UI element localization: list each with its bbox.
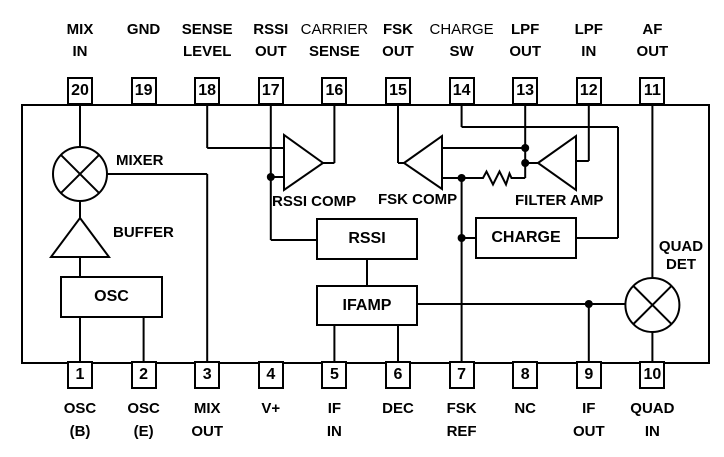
charge-block: CHARGE bbox=[475, 217, 577, 259]
pin-6-box: 6 bbox=[385, 361, 411, 389]
rssi-block: RSSI bbox=[316, 218, 418, 260]
rssi-comp-symbol bbox=[283, 133, 325, 192]
pin-13-box: 13 bbox=[512, 77, 539, 105]
junction-dots bbox=[266, 144, 593, 308]
pin-4-box: 4 bbox=[257, 361, 284, 389]
filter-amp-symbol bbox=[536, 134, 577, 192]
pin-14-box: 14 bbox=[448, 77, 475, 105]
wires bbox=[79, 105, 654, 361]
mixer-symbol bbox=[52, 146, 108, 202]
ifamp-block: IFAMP bbox=[316, 285, 418, 326]
resistor-symbol bbox=[461, 169, 526, 188]
pin-1-label: OSC(B) bbox=[63, 400, 97, 440]
pin-8-box: 8 bbox=[512, 361, 539, 389]
rssi-comp-label: RSSI COMP bbox=[272, 193, 357, 210]
pin-4-label: V+ bbox=[261, 400, 281, 417]
quad-det-symbol bbox=[624, 277, 681, 333]
fsk-comp-label: FSK COMP bbox=[378, 191, 458, 208]
pin-17-box: 17 bbox=[257, 77, 284, 105]
pin-9-box: 9 bbox=[575, 361, 602, 389]
pin-8-label: NC bbox=[514, 400, 537, 417]
pin-10-box: 10 bbox=[639, 361, 666, 389]
osc-block: OSC bbox=[60, 276, 163, 318]
pin-20-box: 20 bbox=[67, 77, 93, 105]
fsk-comp-symbol bbox=[402, 134, 443, 191]
mixer-label: MIXER bbox=[116, 152, 164, 169]
filter-amp-label: FILTER AMP bbox=[515, 192, 604, 209]
pin-19-label: GND bbox=[126, 21, 161, 38]
pin-15-box: 15 bbox=[385, 77, 411, 105]
pin-1-box: 1 bbox=[67, 361, 93, 389]
pin-6-label: DEC bbox=[382, 400, 414, 417]
pin-19-box: 19 bbox=[130, 77, 157, 105]
pin-5-box: 5 bbox=[321, 361, 348, 389]
ic-outline bbox=[21, 104, 710, 364]
pin-11-box: 11 bbox=[639, 77, 666, 105]
pin-18-box: 18 bbox=[194, 77, 221, 105]
pin-7-box: 7 bbox=[448, 361, 475, 389]
pin-12-box: 12 bbox=[575, 77, 602, 105]
pin-2-label: OSC(E) bbox=[127, 400, 160, 440]
pin-2-box: 2 bbox=[130, 361, 157, 389]
pin-16-box: 16 bbox=[321, 77, 348, 105]
buffer-symbol bbox=[49, 216, 111, 258]
buffer-label: BUFFER bbox=[113, 224, 174, 241]
pin-3-box: 3 bbox=[194, 361, 221, 389]
